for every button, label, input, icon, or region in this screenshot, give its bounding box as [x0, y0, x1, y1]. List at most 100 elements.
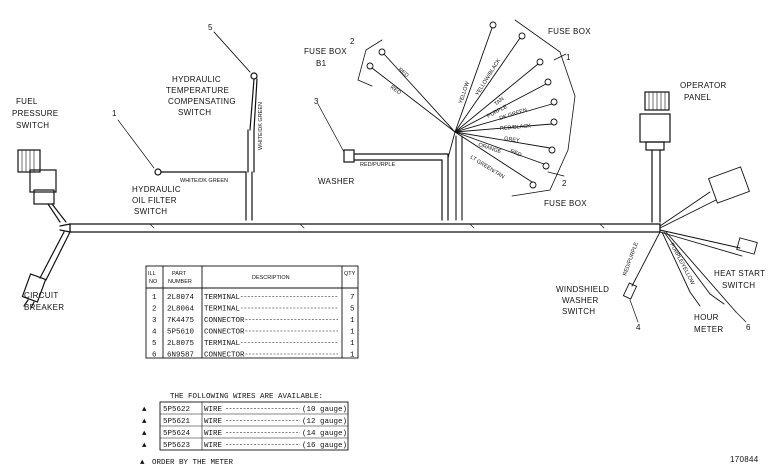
component-labels: FUEL PRESSURE SWITCH HYDRAULIC TEMPERATU… [12, 27, 765, 334]
callout-1a: 1 [112, 109, 117, 118]
table-cell-qty: 1 [350, 317, 355, 325]
parts-table: ILL NO PART NUMBER DESCRIPTION QTY 1 2L80… [140, 271, 356, 467]
callout-2b: 2 [562, 179, 567, 188]
table-cell-part: 2L8074 [167, 294, 195, 302]
th-no: NO [149, 279, 158, 285]
wires-heading: THE FOLLOWING WIRES ARE AVAILABLE: [170, 393, 323, 401]
wire-mark: ▲ [142, 418, 147, 426]
table-cell-ill: 5 [152, 340, 157, 348]
callout-numbers: 1 5 3 2 1 2 4 6 [112, 23, 751, 332]
label-fusebox-bottom: FUSE BOX [544, 199, 587, 208]
label-breaker-2: BREAKER [24, 303, 64, 312]
label-operator-2: PANEL [684, 93, 711, 102]
label-temp-1: HYDRAULIC [172, 75, 221, 84]
wire-cell-part: 5P5621 [163, 418, 191, 426]
wire-label-red-3: RED [509, 148, 522, 158]
th-number: NUMBER [168, 279, 192, 285]
wire-cell-gauge: (12 gauge) [302, 418, 347, 426]
wire-mark: ▲ [142, 442, 147, 450]
label-heatstart-1: HEAT START [714, 269, 765, 278]
wire-mark: ▲ [142, 406, 147, 414]
table-cell-part: 7K4475 [167, 317, 195, 325]
callout-1b: 1 [566, 53, 571, 62]
table-cell-part: 5P5610 [167, 329, 195, 337]
label-fusebox-b-2: B1 [316, 59, 327, 68]
wire-cell-part: 5P5624 [163, 430, 191, 438]
table-cell-desc: TERMINAL [204, 306, 241, 314]
fuse-box-fan [366, 21, 558, 221]
wire-cell-gauge: (10 gauge) [302, 406, 347, 414]
th-description: DESCRIPTION [252, 275, 290, 281]
wire-label-tan: TAN [493, 96, 505, 107]
label-fusebox-top: FUSE BOX [548, 27, 591, 36]
label-oilfilter-3: SWITCH [134, 207, 167, 216]
table-cell-desc: CONNECTOR [204, 352, 245, 360]
label-fusebox-b-1: FUSE BOX [304, 47, 347, 56]
th-ill: ILL [148, 271, 156, 277]
parts-table-frame [145, 265, 359, 451]
table-cell-ill: 2 [152, 306, 157, 314]
label-washer: WASHER [318, 177, 355, 186]
wire-labels: WHITE/DK GREEN WHITE/DK GREEN RED/PURPLE… [180, 58, 696, 287]
label-hourmeter-2: METER [694, 325, 724, 334]
table-cell-part: 2L8075 [167, 340, 195, 348]
wire-label-red-purple: RED/PURPLE [360, 162, 395, 168]
th-part: PART [172, 271, 187, 277]
callout-4: 4 [636, 323, 641, 332]
table-cell-ill: 3 [152, 317, 157, 325]
table-cell-qty: 7 [350, 294, 355, 302]
footnote-mark: ▲ [140, 459, 145, 467]
wire-label-white-dkgreen-side: WHITE/DK GREEN [258, 102, 264, 150]
table-cell-part: 6N9587 [167, 352, 194, 360]
wire-label-yellow-black: YELLOW/BLACK [475, 58, 503, 97]
table-cell-desc: CONNECTOR [204, 317, 245, 325]
label-temp-2: TEMPERATURE [166, 86, 229, 95]
wire-cell-gauge: (14 gauge) [302, 430, 347, 438]
footnote: ORDER BY THE METER [152, 459, 234, 467]
wire-label-white-dkgreen: WHITE/DK GREEN [180, 178, 228, 184]
wire-mark: ▲ [142, 430, 147, 438]
wire-label-red-1: RED [397, 67, 410, 79]
wire-label-grey: GREY [504, 136, 521, 144]
wire-cell-desc: WIRE [204, 418, 223, 426]
table-cell-qty: 1 [350, 329, 355, 337]
wire-cell-desc: WIRE [204, 442, 223, 450]
figure-number: 170844 [730, 455, 759, 464]
table-cell-ill: 4 [152, 329, 157, 337]
wire-cell-part: 5P5622 [163, 406, 190, 414]
th-qty: QTY [344, 271, 356, 277]
label-fuel-2: PRESSURE [12, 109, 58, 118]
washer-branch [343, 149, 449, 221]
label-heatstart-2: SWITCH [722, 281, 755, 290]
wire-label-ltgreen-tan: LT GREEN/TAN [469, 155, 505, 181]
wire-cell-gauge: (16 gauge) [302, 442, 347, 450]
table-cell-qty: 5 [350, 306, 355, 314]
label-breaker-1: CIRCUIT [24, 291, 59, 300]
circuit-breaker [21, 231, 71, 309]
main-harness [69, 223, 661, 233]
label-windshield-1: WINDSHIELD [556, 285, 609, 294]
fuel-pressure-switch [17, 149, 67, 223]
callout-6: 6 [746, 323, 751, 332]
label-fuel-3: SWITCH [16, 121, 49, 130]
wire-label-red-purple-2: RED/PURPLE [622, 241, 640, 276]
label-windshield-3: SWITCH [562, 307, 595, 316]
table-cell-desc: TERMINAL [204, 294, 241, 302]
oil-filter-switch-lead [154, 168, 253, 221]
wire-label-red-2: RED [389, 85, 402, 97]
wire-cell-desc: WIRE [204, 430, 223, 438]
table-cell-qty: 1 [350, 352, 355, 360]
label-temp-3: COMPENSATING [168, 97, 236, 106]
label-hourmeter-1: HOUR [694, 313, 719, 322]
wire-cell-desc: WIRE [204, 406, 223, 414]
table-cell-qty: 1 [350, 340, 355, 348]
temp-switch-lead [247, 72, 258, 173]
wire-label-red-black: RED/BLACK [500, 123, 532, 132]
label-windshield-2: WASHER [562, 296, 599, 305]
label-fuel-1: FUEL [16, 97, 38, 106]
operator-panel-connector [639, 91, 671, 223]
